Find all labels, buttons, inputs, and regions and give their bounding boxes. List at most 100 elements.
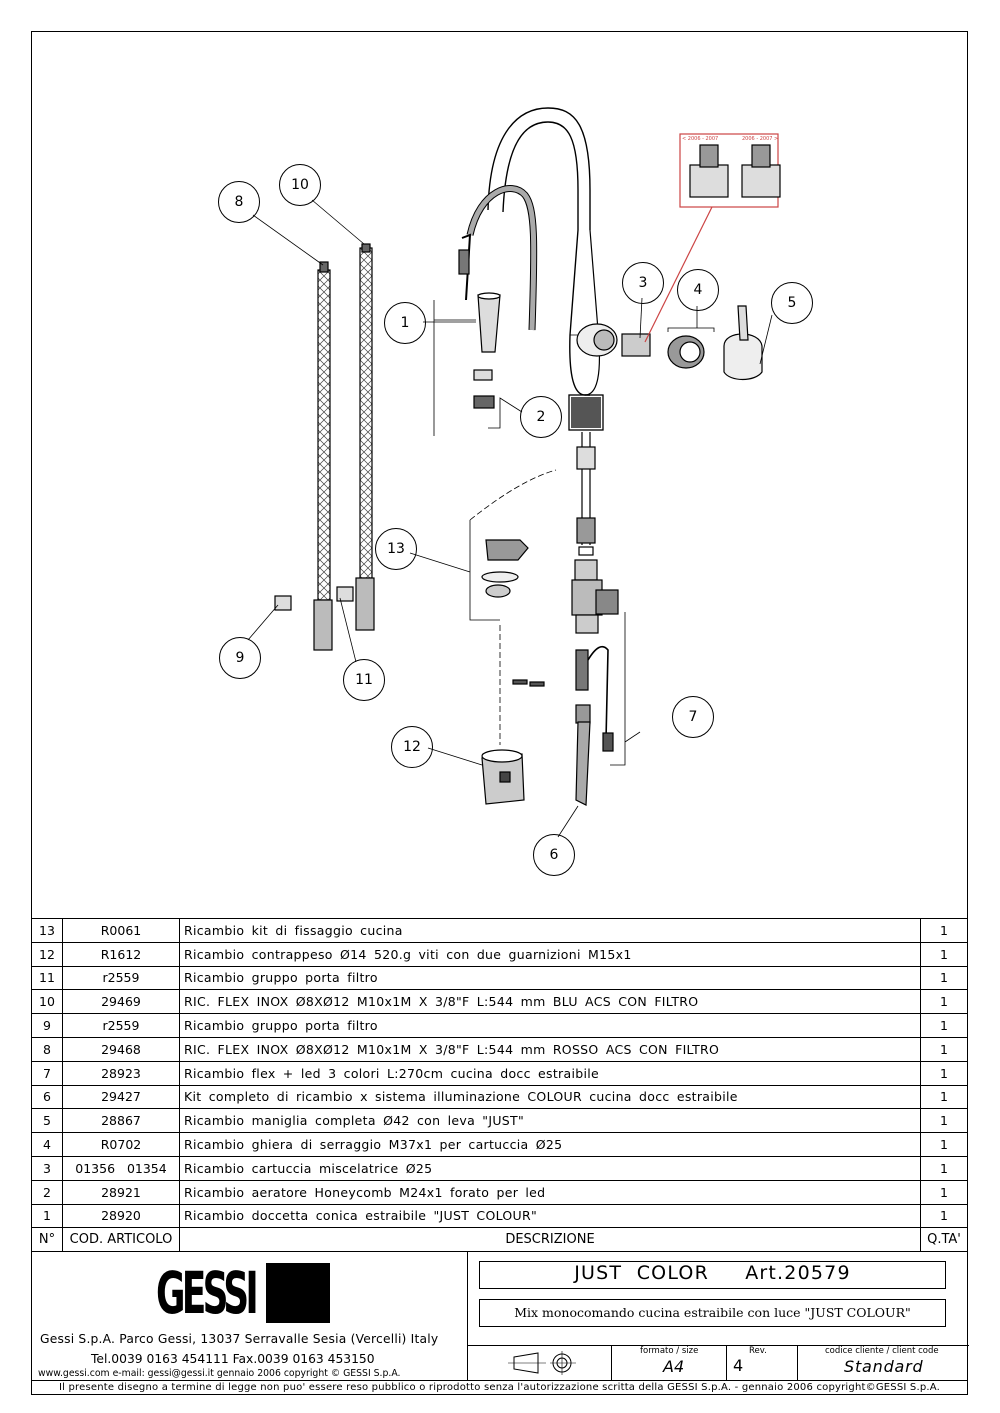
row-code: r2559 [62, 965, 180, 991]
company-block: GESSI Gessi S.p.A. Parco Gessi, 13037 Se… [31, 1251, 467, 1380]
lower-hose [576, 432, 596, 556]
format-label: formato / size [640, 1346, 699, 1356]
client-label: codice cliente / client code [825, 1346, 939, 1356]
inset-label-right: 2006 - 2007 > [742, 136, 778, 142]
callout-2: 2 [520, 396, 562, 438]
row-description: Ricambio maniglia completa Ø42 con leva … [179, 1108, 921, 1134]
row-number: 13 [31, 918, 63, 943]
projection-symbol-icon [508, 1351, 576, 1375]
rev-label: Rev. [749, 1346, 767, 1356]
row-number: 10 [31, 989, 63, 1015]
row-quantity: 1 [920, 1036, 968, 1062]
exploded-drawing: < 2006 - 2007 2006 - 2007 > [247, 107, 781, 838]
row-number: 8 [31, 1036, 63, 1062]
row-number: 6 [31, 1084, 63, 1110]
row-description: Ricambio kit di fissaggio cucina [179, 918, 921, 943]
format-cell: formato / size A4 [611, 1345, 727, 1380]
product-title: JUST COLOR Art.20579 [574, 1262, 851, 1284]
row-code: 28921 [62, 1179, 180, 1205]
callout-7: 7 [672, 696, 714, 738]
row-number: 2 [31, 1179, 63, 1205]
row-description: Ricambio doccetta conica estraibile "JUS… [179, 1203, 921, 1229]
row-quantity: 1 [920, 965, 968, 991]
row-code: 01356 01354 [62, 1155, 180, 1181]
row-quantity: 1 [920, 1179, 968, 1205]
parts-table-header: N° COD. ARTICOLO DESCRIZIONE Q.TA' [31, 1227, 968, 1253]
callout-1: 1 [384, 302, 426, 344]
row-number: 9 [31, 1013, 63, 1038]
header-quantity: Q.TA' [920, 1227, 968, 1253]
callout-12: 12 [391, 726, 433, 768]
row-code: r2559 [62, 1013, 180, 1038]
company-address: Gessi S.p.A. Parco Gessi, 13037 Serraval… [40, 1332, 439, 1346]
callout-13: 13 [375, 528, 417, 570]
callout-3: 3 [622, 262, 664, 304]
row-quantity: 1 [920, 1155, 968, 1181]
row-quantity: 1 [920, 1060, 968, 1086]
spout-body [487, 107, 604, 431]
logo-text: GESSI [156, 1259, 259, 1327]
row-number: 5 [31, 1108, 63, 1134]
header-number: N° [31, 1227, 63, 1253]
callout-6: 6 [533, 834, 575, 876]
client-value: Standard [844, 1357, 924, 1376]
header-code: COD. ARTICOLO [62, 1227, 180, 1253]
row-number: 7 [31, 1060, 63, 1086]
row-description: Kit completo di ricambio x sistema illum… [179, 1084, 921, 1110]
info-row-border [468, 1345, 969, 1381]
row-description: Ricambio cartuccia miscelatrice Ø25 [179, 1155, 921, 1181]
row-quantity: 1 [920, 918, 968, 943]
header-description: DESCRIZIONE [179, 1227, 921, 1253]
row-code: 29469 [62, 989, 180, 1015]
drawing-frame [31, 31, 968, 1395]
row-number: 12 [31, 941, 63, 967]
callout-10: 10 [279, 164, 321, 206]
leader-lines [247, 199, 773, 838]
client-cell: codice cliente / client code Standard [797, 1345, 970, 1380]
row-quantity: 1 [920, 1084, 968, 1110]
row-description: Ricambio ghiera di serraggio M37x1 per c… [179, 1132, 921, 1157]
row-quantity: 1 [920, 941, 968, 967]
product-title-box [479, 1261, 946, 1289]
row-code: R0702 [62, 1132, 180, 1157]
fixing-kit [481, 539, 545, 687]
legal-footer: Il presente disegno a termine di legge n… [31, 1380, 968, 1396]
callout-9: 9 [219, 637, 261, 679]
row-code: R1612 [62, 941, 180, 967]
company-phone: Tel.0039 0163 454111 Fax.0039 0163 45315… [91, 1352, 375, 1366]
row-quantity: 1 [920, 1013, 968, 1038]
shower-head [473, 292, 501, 409]
format-value: A4 [663, 1357, 685, 1376]
rev-cell: Rev. 4 [726, 1345, 798, 1380]
row-description: Ricambio flex + led 3 colori L:270cm cuc… [179, 1060, 921, 1086]
counterweight [481, 749, 525, 805]
row-code: 29427 [62, 1084, 180, 1110]
valve-body [571, 559, 619, 806]
callout-8: 8 [218, 181, 260, 223]
cartridge-handle [576, 305, 763, 381]
product-subtitle: Mix monocomando cucina estraibile con lu… [514, 1305, 911, 1320]
row-description: Ricambio aeratore Honeycomb M24x1 forato… [179, 1179, 921, 1205]
subtitle-box [479, 1299, 946, 1327]
callout-11: 11 [343, 659, 385, 701]
callout-4: 4 [677, 269, 719, 311]
pull-out-hose [458, 185, 538, 331]
title-block: JUST COLOR Art.20579 Mix monocomando cuc… [467, 1251, 969, 1380]
row-description: Ricambio gruppo porta filtro [179, 965, 921, 991]
row-code: 29468 [62, 1036, 180, 1062]
row-code: R0061 [62, 918, 180, 943]
callout-5: 5 [771, 282, 813, 324]
row-quantity: 1 [920, 1108, 968, 1134]
gessi-logo: GESSI [156, 1263, 330, 1323]
inset-label-left: < 2006 - 2007 [682, 136, 718, 142]
